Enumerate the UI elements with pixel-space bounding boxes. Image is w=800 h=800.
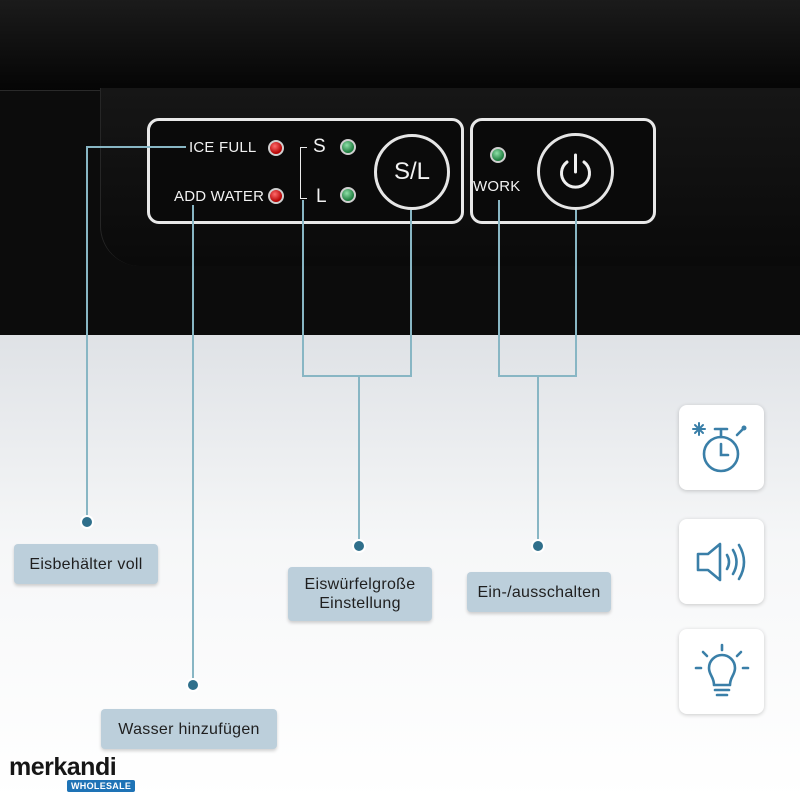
ice-full-led bbox=[268, 140, 284, 156]
callout-ice-full: Eisbehälter voll bbox=[14, 544, 158, 584]
size-select-button-label: S/L bbox=[393, 158, 431, 185]
feature-timer bbox=[679, 405, 764, 490]
lightbulb-icon bbox=[694, 643, 749, 696]
work-label: WORK bbox=[473, 178, 521, 195]
feature-sound bbox=[679, 519, 764, 604]
connector-power-v bbox=[537, 375, 539, 541]
logo-name: merkandi bbox=[9, 753, 117, 781]
connector-dot-ice-full bbox=[80, 515, 94, 529]
size-small-led bbox=[340, 139, 356, 155]
connector-add-water-v bbox=[192, 205, 194, 679]
size-select-button[interactable]: S/L bbox=[374, 134, 450, 210]
logo-badge: WHOLESALE bbox=[67, 780, 136, 792]
device-lid bbox=[0, 0, 800, 91]
connector-power-right bbox=[575, 210, 577, 376]
connector-ice-full-h bbox=[86, 146, 186, 148]
speaker-icon bbox=[696, 542, 745, 581]
power-icon bbox=[560, 153, 591, 189]
connector-power-left bbox=[498, 200, 500, 376]
add-water-led bbox=[268, 188, 284, 204]
work-led bbox=[490, 147, 506, 163]
connector-dot-size bbox=[352, 539, 366, 553]
feature-light bbox=[679, 629, 764, 714]
ice-full-label: ICE FULL bbox=[189, 139, 257, 156]
connector-size-left bbox=[302, 200, 304, 376]
connector-dot-power bbox=[531, 539, 545, 553]
timer-icon bbox=[691, 421, 746, 472]
add-water-label: ADD WATER bbox=[174, 188, 265, 205]
connector-size-h bbox=[302, 375, 412, 377]
callout-power: Ein-/ausschalten bbox=[467, 572, 611, 612]
power-button[interactable] bbox=[537, 133, 614, 210]
size-large-label: L bbox=[316, 186, 327, 207]
size-small-label: S bbox=[313, 136, 326, 157]
callout-size-setting: Eiswürfelgroße Einstellung bbox=[288, 567, 432, 621]
size-bracket bbox=[300, 147, 307, 199]
connector-size-v bbox=[358, 375, 360, 541]
connector-ice-full-v bbox=[86, 146, 88, 518]
device-body bbox=[0, 0, 800, 335]
merkandi-logo: merkandi WHOLESALE bbox=[5, 753, 136, 795]
connector-size-right bbox=[410, 210, 412, 376]
callout-add-water: Wasser hinzufügen bbox=[101, 709, 277, 749]
connector-dot-add-water bbox=[186, 678, 200, 692]
size-large-led bbox=[340, 187, 356, 203]
